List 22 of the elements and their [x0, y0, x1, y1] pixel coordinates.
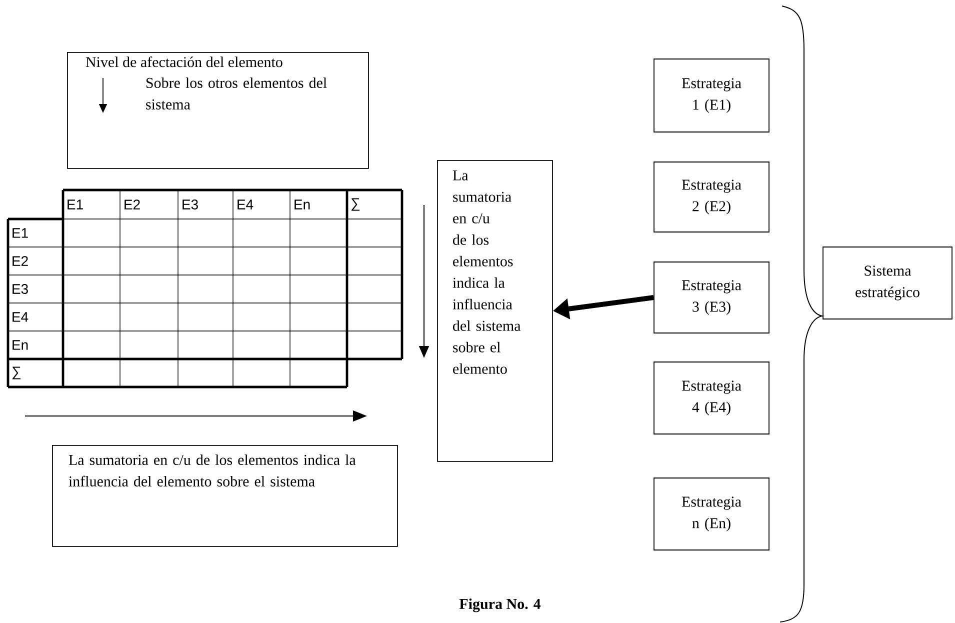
row-heading: E3 — [12, 284, 28, 294]
text-box: Nivel de afectación del elemento Sobre los otros elementos del sistema — [67, 52, 369, 169]
column-heading: ∑ — [352, 198, 360, 211]
strategy-box: Estrategia 3 (E3) — [654, 262, 770, 334]
column-heading: E4 — [238, 200, 254, 210]
text-box: La sumatoria en c/u de los elementos indica la influencia del sistema sobre el elemento — [437, 160, 553, 462]
column-heading: En — [294, 200, 310, 210]
row-heading: E1 — [12, 228, 28, 238]
strategy-box: Estrategia 2 (E2) — [654, 162, 770, 232]
row-heading: E4 — [12, 312, 28, 322]
strategy-box: Estrategia n (En) — [654, 478, 770, 550]
system-box: Sistema estratégico — [822, 246, 952, 320]
row-heading: E2 — [12, 256, 28, 266]
caption: Figura No. 4 — [459, 598, 541, 612]
column-heading: E2 — [124, 200, 140, 210]
column-heading: E3 — [182, 200, 198, 210]
text-box: La sumatoria en c/u de los elementos indica la influencia del elemento sobre el sistema — [52, 445, 398, 547]
column-heading: E1 — [68, 200, 83, 210]
strategy-box: Estrategia 1 (E1) — [654, 58, 770, 132]
row-heading: ∑ — [12, 366, 21, 380]
strategy-box: Estrategia 4 (E4) — [654, 362, 770, 434]
row-heading: En — [12, 340, 28, 350]
